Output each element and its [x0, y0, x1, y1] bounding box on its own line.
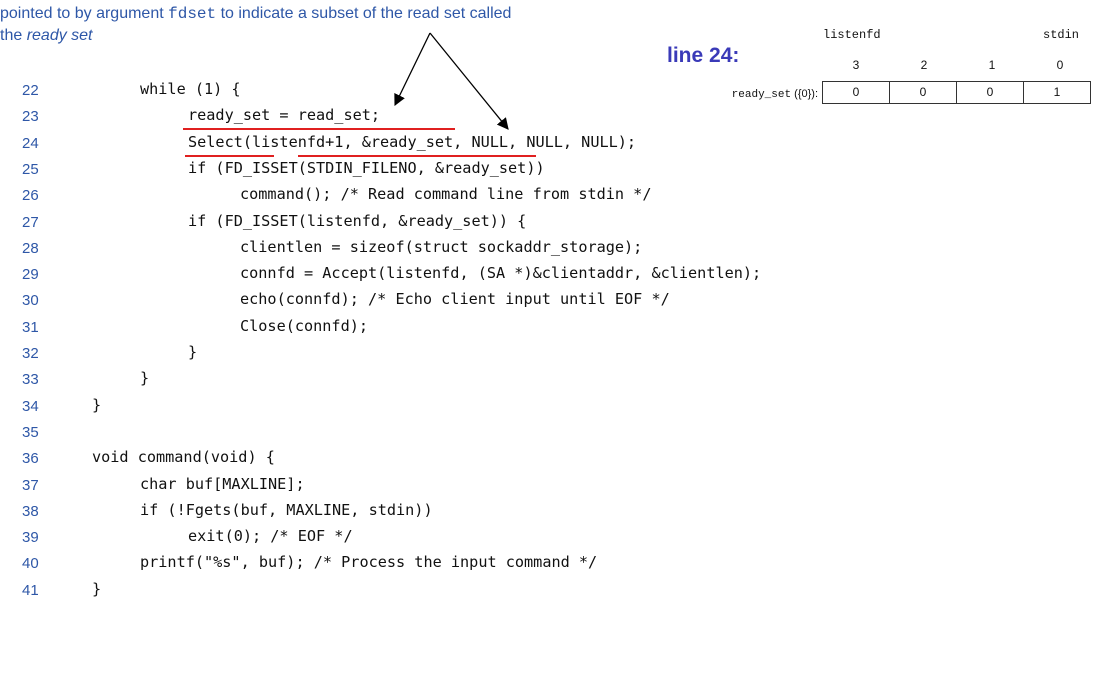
- code-line: 29 connfd = Accept(listenfd, (SA *)&clien…: [0, 262, 1000, 288]
- code-text: connfd = Accept(listenfd, (SA *)&clienta…: [240, 264, 762, 283]
- line-marker: line 24:: [667, 44, 740, 67]
- caption-prefix: pointed to by argument: [0, 5, 169, 22]
- code-line: 34}: [0, 394, 1000, 420]
- code-line: 31 Close(connfd);: [0, 315, 1000, 341]
- line-number: 37: [22, 476, 39, 494]
- code-line: 38 if (!Fgets(buf, MAXLINE, stdin)): [0, 499, 1000, 525]
- code-text: command(); /* Read command line from std…: [240, 185, 652, 204]
- code-text: echo(connfd); /* Echo client input until…: [240, 290, 670, 309]
- code-text: }: [140, 369, 150, 388]
- code-text: }: [188, 343, 198, 361]
- line-number: 24: [22, 134, 39, 152]
- code-line: 22 while (1) {: [0, 78, 1000, 104]
- label-listenfd: listenfd: [823, 28, 881, 42]
- line-number: 35: [22, 423, 39, 441]
- code-line: 35: [0, 420, 1000, 446]
- line-number: 23: [22, 108, 39, 126]
- code-line: 28 clientlen = sizeof(struct sockaddr_sto…: [0, 236, 1000, 262]
- caption-term: ready set: [26, 27, 93, 44]
- line-number: 26: [22, 187, 39, 205]
- fd-row-label-name: ready_set: [731, 89, 792, 101]
- line-number: 32: [22, 345, 39, 362]
- code-text: ready_set = read_set;: [188, 106, 381, 125]
- code-line: 25 if (FD_ISSET(STDIN_FILENO, &ready_set)…: [0, 157, 1000, 183]
- fd-bit-cell: 1: [1023, 81, 1091, 104]
- code-line: 36 void command(void) {: [0, 446, 1000, 472]
- line-number: 34: [22, 397, 39, 415]
- code-line: 26 command(); /* Read command line from s…: [0, 183, 1000, 209]
- code-text: char buf[MAXLINE];: [140, 474, 305, 493]
- code-text: exit(0); /* EOF */: [188, 527, 353, 546]
- line-number: 39: [22, 529, 39, 547]
- code-line: 30 echo(connfd); /* Echo client input unt…: [0, 288, 1000, 314]
- line-number: 31: [22, 318, 39, 336]
- code-text: Select(listenfd+1, &ready_set, NULL, NUL…: [188, 132, 637, 151]
- code-text: }: [92, 579, 102, 598]
- line-number: 33: [22, 371, 39, 389]
- line-number: 36: [22, 450, 39, 468]
- line-number: 28: [22, 239, 39, 257]
- annotation-caption: pointed to by argument fdset to indicate…: [0, 3, 700, 47]
- code-line: 40 printf("%s", buf); /* Process the inpu…: [0, 551, 1000, 577]
- code-text: clientlen = sizeof(struct sockaddr_stora…: [240, 237, 643, 256]
- code-text: printf("%s", buf); /* Process the input …: [140, 553, 598, 572]
- code-line: 33}: [0, 367, 1000, 393]
- line-number: 22: [22, 82, 39, 99]
- label-stdin: stdin: [1043, 28, 1080, 42]
- code-text: if (!Fgets(buf, MAXLINE, stdin)): [140, 500, 433, 519]
- line-number: 30: [22, 292, 39, 310]
- line-number: 40: [22, 555, 39, 573]
- caption-line2-prefix: the: [0, 27, 27, 44]
- code-text: while (1) {: [140, 80, 241, 98]
- fd-row-label: ready_set ({0}):: [650, 88, 818, 101]
- line-number: 25: [22, 160, 39, 178]
- code-line: 39 exit(0); /* EOF */: [0, 525, 1000, 551]
- code-line: 32}: [0, 341, 1000, 367]
- fd-index: 2: [920, 58, 928, 72]
- code-line: 24 Select(listenfd+1, &ready_set, NULL, N…: [0, 131, 1000, 157]
- fd-row-label-tail: ({0}):: [791, 88, 818, 100]
- line-number: 29: [22, 266, 39, 284]
- caption-arg: fdset: [168, 5, 217, 23]
- line-number: 27: [22, 213, 39, 231]
- line-number: 41: [22, 581, 39, 599]
- code-text: Close(connfd);: [240, 316, 369, 335]
- fd-index: 0: [1056, 58, 1064, 72]
- code-line: 27 if (FD_ISSET(listenfd, &ready_set)) {: [0, 210, 1000, 236]
- code-text: if (FD_ISSET(STDIN_FILENO, &ready_set)): [188, 158, 545, 177]
- code-line: 37 char buf[MAXLINE];: [0, 473, 1000, 499]
- code-text: if (FD_ISSET(listenfd, &ready_set)) {: [188, 211, 527, 230]
- line-number: 38: [22, 502, 39, 520]
- code-text: }: [92, 395, 102, 414]
- code-line: 23 ready_set = read_set;: [0, 104, 1000, 130]
- code-line: 41}: [0, 578, 1000, 604]
- fd-index: 1: [988, 58, 996, 72]
- caption-suffix: to indicate a subset of the read set cal…: [216, 5, 512, 22]
- code-text: void command(void) {: [92, 448, 275, 467]
- fd-column-labels: listenfd stdin: [650, 28, 1100, 44]
- arrow-to-ready-set: [394, 32, 431, 107]
- fd-index: 3: [852, 58, 860, 72]
- arrow-to-select-arg: [429, 32, 509, 130]
